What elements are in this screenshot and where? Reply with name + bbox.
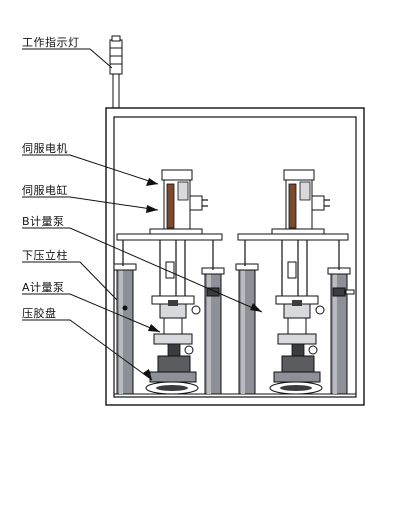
label-press-plate: 压胶盘 (22, 307, 57, 320)
label-b-metering-pump: B计量泵 (22, 215, 65, 228)
arrow-heads (143, 178, 262, 380)
label-indicator-light: 工作指示灯 (22, 36, 80, 49)
leader-lines (22, 48, 263, 381)
label-servo-motor: 伺服电机 (22, 142, 68, 155)
signal-light-tower (109, 35, 123, 109)
cabinet (105, 107, 365, 406)
label-servo-cylinder: 伺服电缸 (22, 184, 68, 197)
label-press-column: 下压立柱 (22, 249, 68, 262)
dispensing-unit-left (113, 169, 225, 395)
dispensing-unit-right (235, 169, 355, 395)
label-a-metering-pump: A计量泵 (22, 281, 65, 294)
